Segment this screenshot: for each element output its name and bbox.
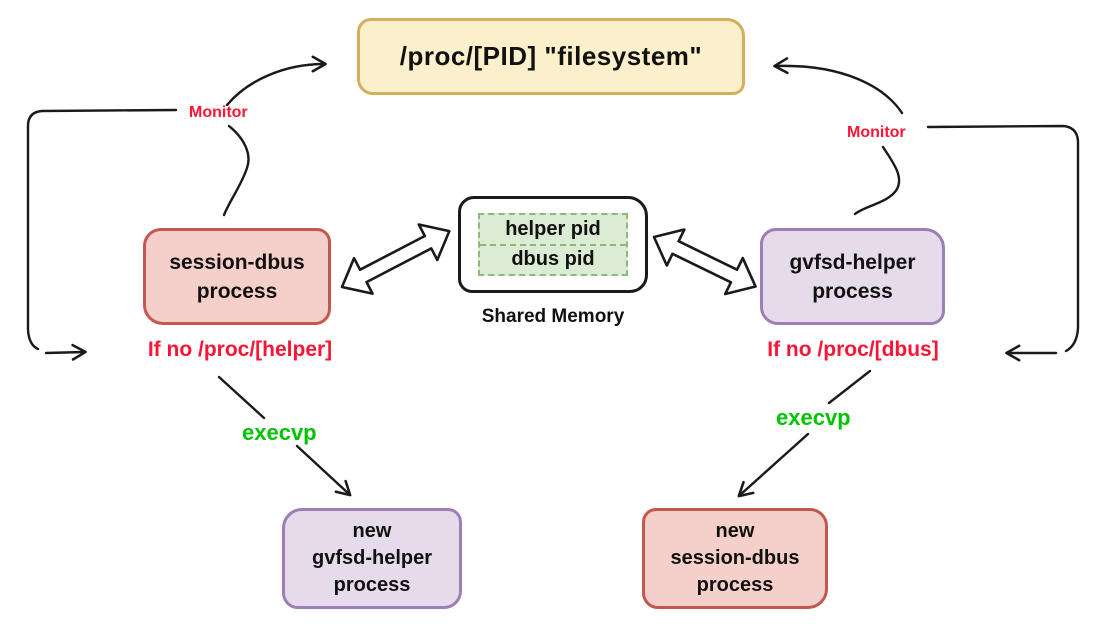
bracket-left (26, 108, 178, 351)
execvp-label-right: execvp (776, 405, 851, 430)
new-gvfsd-line1: new (352, 520, 392, 542)
monitor-arrow-right-icon (773, 57, 904, 115)
new-gvfsd-line2: gvfsd-helper (311, 547, 433, 569)
gvfsd-helper-process-node: gvfsd-helper process (760, 228, 945, 325)
session-dbus-line2: process (196, 279, 278, 303)
shared-memory-cell-helper-pid: helper pid (505, 217, 601, 240)
trigger-arrow-left-icon (44, 343, 87, 361)
execvp-label-left: execvp (242, 420, 317, 445)
monitor-arrow-left-icon (225, 55, 327, 107)
new-session-dbus-process-node: new session-dbus process (642, 508, 828, 609)
gvfsd-helper-line2: process (812, 279, 893, 303)
monitor-squiggle-left (222, 124, 250, 217)
execvp-arrow-right-icon (737, 432, 810, 498)
double-arrow-right-icon (652, 228, 757, 296)
session-dbus-process-node: session-dbus process (143, 228, 331, 325)
bracket-right (926, 124, 1080, 353)
monitor-squiggle-right (853, 145, 901, 216)
new-gvfsd-line3: process (333, 574, 411, 596)
new-session-line3: process (696, 574, 774, 596)
new-session-line1: new (715, 520, 755, 542)
execvp-arrow-left-icon (295, 444, 352, 497)
session-dbus-line1: session-dbus (169, 250, 305, 274)
shared-memory-node: helper pid dbus pid (458, 196, 648, 293)
gvfsd-helper-line1: gvfsd-helper (789, 250, 916, 274)
monitor-label-left: Monitor (189, 104, 248, 121)
execvp-line-left-upper (217, 375, 266, 420)
shared-memory-caption: Shared Memory (481, 306, 625, 327)
if-no-proc-dbus-label: If no /proc/[dbus] (767, 338, 939, 361)
shared-memory-cell-dbus-pid: dbus pid (480, 243, 626, 275)
proc-filesystem-label: /proc/[PID] "filesystem" (399, 41, 703, 71)
proc-filesystem-node: /proc/[PID] "filesystem" (357, 18, 745, 95)
shared-memory-inner-box: helper pid dbus pid (478, 213, 628, 276)
execvp-line-right-upper (827, 369, 872, 405)
new-session-line2: session-dbus (670, 547, 800, 569)
new-gvfsd-helper-process-node: new gvfsd-helper process (282, 508, 462, 609)
double-arrow-left-icon (340, 223, 451, 295)
if-no-proc-helper-label: If no /proc/[helper] (147, 338, 333, 361)
monitor-label-right: Monitor (847, 124, 906, 141)
